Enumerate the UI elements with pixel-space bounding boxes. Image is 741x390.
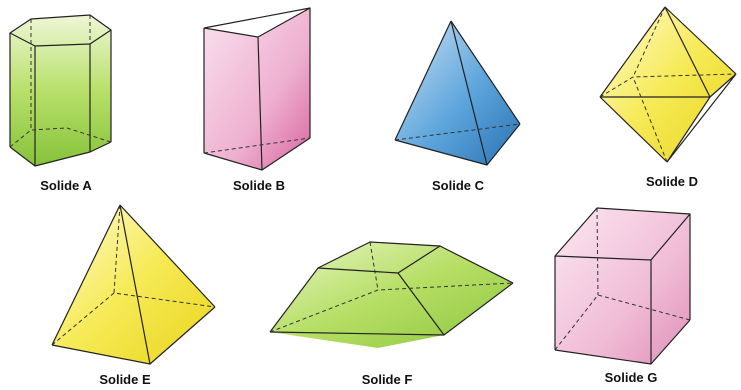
solid-b-triangular-prism xyxy=(203,7,311,171)
solid-e-square-pyramid xyxy=(51,204,216,365)
solid-g-cube xyxy=(554,207,691,365)
solid-f-label: Solide F xyxy=(361,372,413,387)
solid-c-label: Solide C xyxy=(431,178,485,193)
solid-e-label: Solide E xyxy=(99,372,151,387)
solid-b-label: Solide B xyxy=(232,178,286,193)
solid-f-frustum xyxy=(269,241,514,348)
solid-d-label: Solide D xyxy=(645,174,699,189)
solid-c-triangular-pyramid xyxy=(394,20,521,166)
solid-g-label: Solide G xyxy=(604,370,658,385)
solid-d-octahedron xyxy=(599,6,737,163)
solid-a-hexagonal-prism xyxy=(9,14,112,167)
solid-a-label: Solide A xyxy=(40,178,92,193)
